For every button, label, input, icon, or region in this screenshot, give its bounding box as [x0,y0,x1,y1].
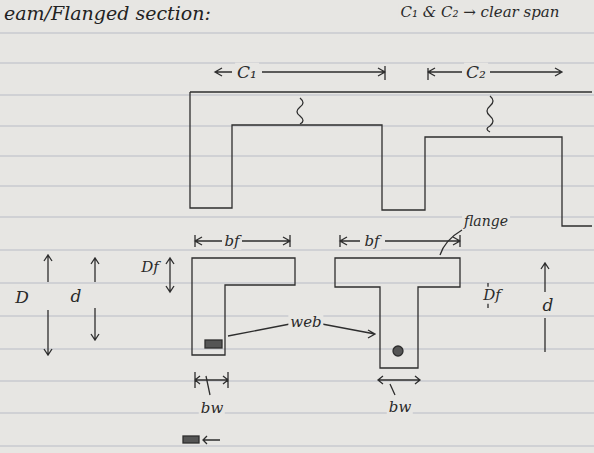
dimension-label: Df [139,259,161,276]
dimension-label: D [13,288,31,307]
dimension-label: Df [481,287,503,304]
span-label: C₂ [464,63,488,82]
dimension-label: bf [362,233,381,250]
ruled-lines [0,33,594,446]
dimension-label: bw [387,399,413,416]
dimension-label: bw [199,400,225,417]
dimension-label: bf [222,233,241,250]
part-name: flange [462,214,510,229]
page-title: eam/Flanged section: [2,3,213,24]
span-label: C₁ [235,63,259,82]
dimension-label: d [69,287,84,306]
ink-drawing [44,66,592,444]
header-note: C₁ & C₂ → clear span [399,4,562,21]
part-name: web [288,314,323,331]
dimension-label: d [541,296,556,315]
